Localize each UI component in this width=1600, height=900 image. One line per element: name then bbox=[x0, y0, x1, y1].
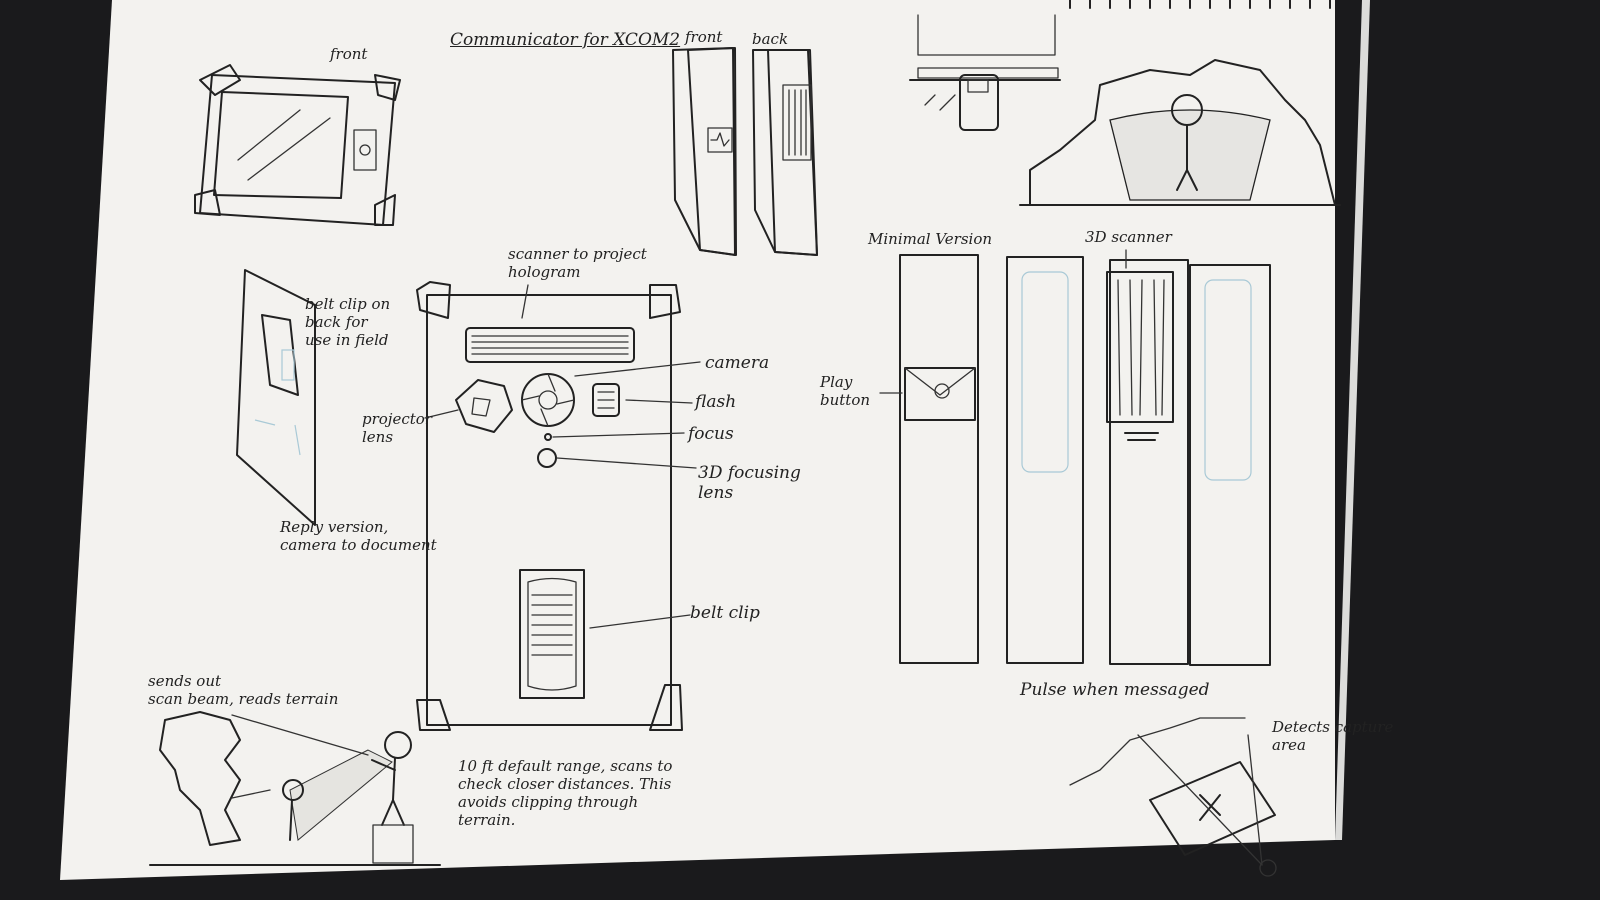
label-camera: camera bbox=[705, 353, 770, 373]
label-front-pair: front bbox=[685, 28, 723, 46]
main-device-sketch bbox=[416, 281, 701, 731]
scan-beam-scene bbox=[149, 711, 441, 866]
capture-area-scene bbox=[1069, 717, 1277, 877]
label-3d-scanner: 3D scanner bbox=[1085, 228, 1172, 246]
label-detects-capture: Detects capture area bbox=[1272, 718, 1394, 754]
belt-wearer-scene bbox=[909, 14, 1061, 131]
label-projector-lens: projector lens bbox=[362, 410, 432, 446]
label-pulse-note: Pulse when messaged bbox=[1020, 680, 1210, 700]
paper-sheet bbox=[60, 0, 1362, 880]
label-scanner-hologram: scanner to project hologram bbox=[508, 245, 647, 281]
tablet-front-sketch bbox=[194, 64, 401, 226]
belt-clip-side-panel bbox=[236, 269, 316, 526]
hologram-scene bbox=[1019, 59, 1341, 206]
label-minimal-version: Minimal Version bbox=[868, 230, 993, 248]
front-back-devices bbox=[672, 47, 818, 256]
sketch-title: Communicator for XCOM2 bbox=[450, 30, 681, 50]
label-focusing-lens: 3D focusing lens bbox=[698, 463, 801, 503]
label-back-pair: back bbox=[752, 30, 789, 48]
label-range-note: 10 ft default range, scans to check clos… bbox=[458, 757, 673, 829]
minimal-version-panels bbox=[879, 249, 1271, 666]
label-flash: flash bbox=[695, 392, 737, 412]
spiral-binding bbox=[1069, 0, 1331, 9]
label-belt-clip: belt clip bbox=[690, 603, 760, 623]
label-belt-clip-back: belt clip on back for use in field bbox=[305, 295, 391, 349]
label-reply-version: Reply version, camera to document bbox=[280, 518, 437, 554]
label-sends-scan: sends out scan beam, reads terrain bbox=[148, 672, 339, 708]
label-front-top: front bbox=[330, 45, 368, 63]
label-focus: focus bbox=[688, 424, 734, 444]
label-play-button: Play button bbox=[820, 373, 871, 409]
